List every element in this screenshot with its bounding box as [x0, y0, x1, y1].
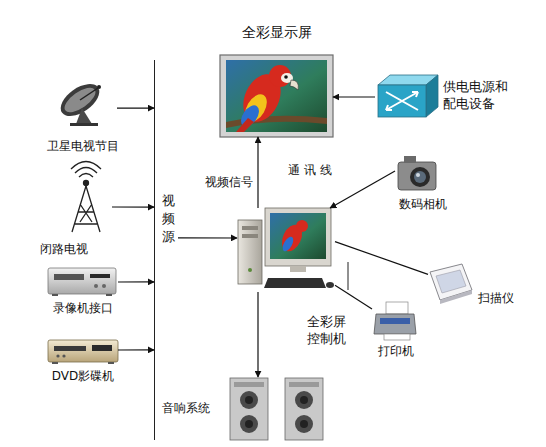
connector-arrow	[330, 171, 395, 208]
source-node: 闭路电视	[62, 165, 112, 235]
power-device	[378, 75, 438, 117]
connector-arrow	[333, 96, 375, 97]
node-label: 打印机	[370, 344, 422, 360]
source-node: DVD影碟机	[48, 338, 118, 364]
connector-arrow	[257, 137, 258, 208]
broadcast-tower	[71, 162, 101, 233]
connector-arrow	[178, 237, 237, 238]
node-label: 闭路电视	[32, 242, 96, 258]
speaker-node: 音响系统	[228, 377, 325, 442]
connector-arrow	[257, 292, 258, 377]
source-node: 卫星电视节目	[55, 85, 117, 127]
node-label: 扫描仪	[478, 291, 528, 307]
device-node: 打印机	[372, 298, 418, 342]
node-label: DVD影碟机	[46, 369, 120, 385]
digital-camera	[398, 156, 436, 190]
control-computer	[238, 208, 348, 290]
node-label: 卫星电视节目	[37, 139, 129, 155]
edge-label: 视频信号	[205, 174, 253, 191]
vertical-label: 视频源	[162, 192, 177, 246]
node-label: 音响系统	[162, 401, 224, 417]
satellite-dish	[55, 78, 105, 126]
printer	[374, 302, 416, 340]
node-label: 全彩显示屏	[220, 23, 333, 41]
scanner	[430, 264, 472, 304]
display-screen	[220, 55, 333, 137]
node-label: 供电电源和 配电设备	[443, 79, 513, 113]
connector-arrow	[118, 281, 154, 282]
connector-arrow	[112, 206, 154, 207]
device-node: 数码相机	[395, 153, 439, 193]
connector-line	[335, 242, 428, 275]
edge-label: 通 讯 线	[288, 162, 332, 179]
power-node: 供电电源和 配电设备	[375, 75, 438, 120]
node-label: 全彩屏控制机	[307, 314, 349, 348]
source-node: 录像机接口	[48, 265, 118, 297]
video-bus: 视频源	[154, 60, 178, 440]
connector-arrow	[118, 349, 154, 350]
dvd-player	[48, 340, 118, 364]
connector-line	[335, 285, 372, 309]
device-node: 扫描仪	[428, 263, 472, 301]
controller-node: 全彩屏控制机	[237, 208, 335, 292]
node-label: 数码相机	[399, 197, 461, 213]
display-node: 全彩显示屏	[220, 55, 333, 137]
node-label: 录像机接口	[44, 301, 122, 317]
speaker-pair	[230, 378, 323, 440]
connector-arrow	[117, 107, 154, 108]
vcr-player	[48, 268, 116, 296]
